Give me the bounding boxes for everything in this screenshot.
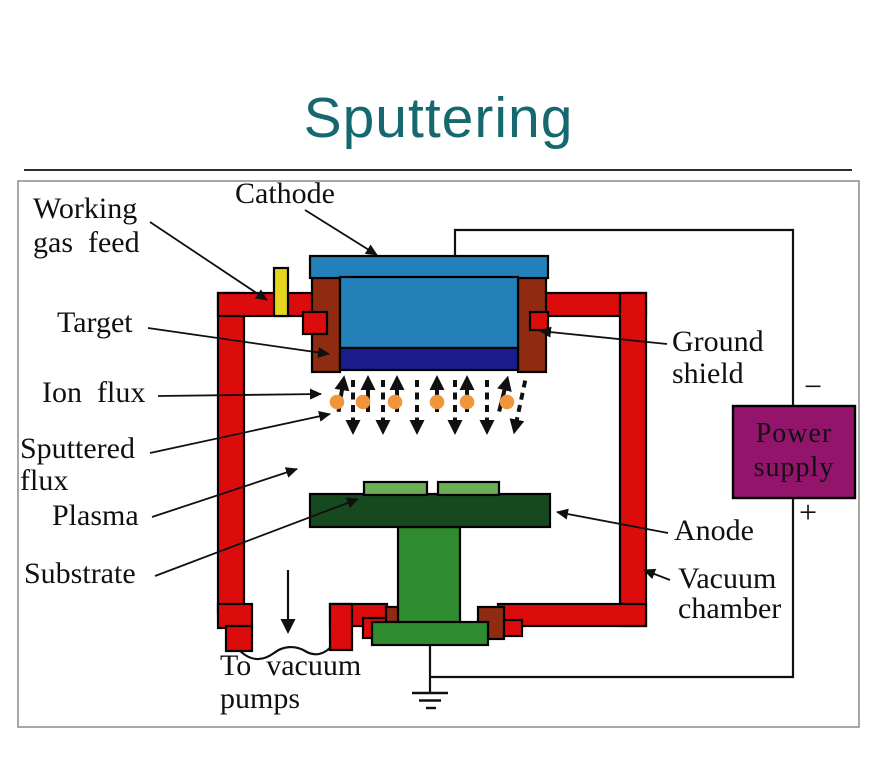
cathode-pointer-line: [304, 209, 378, 256]
to-vacuum-pumps-label-line1: To vacuum: [220, 649, 361, 682]
vacuum-chamber-pointer-line: [643, 568, 671, 581]
anode-assembly: [308, 480, 552, 647]
working-gas-feed-label-line2: gas feed: [33, 226, 140, 259]
power-supply-label-line1: Power: [756, 418, 833, 449]
cathode-body: [338, 275, 520, 350]
plasma-ion-dot: [429, 394, 445, 410]
ion-flux-arrows: [345, 380, 528, 435]
positive-terminal-label: +: [799, 494, 817, 530]
ground-symbol: [412, 691, 448, 710]
cathode-label: Cathode: [235, 177, 335, 210]
plasma-label: Plasma: [52, 499, 139, 532]
power-supply-box: [731, 404, 857, 500]
to-vacuum-pumps-label-line2: pumps: [220, 682, 300, 715]
plasma-ion-dot: [387, 394, 403, 410]
chamber-right-wall: [618, 291, 648, 628]
anode-label: Anode: [674, 514, 754, 547]
circuit-wires: [428, 228, 795, 692]
plasma-ion-dot: [355, 394, 371, 410]
target-label: Target: [57, 306, 133, 339]
vacuum-chamber-label-line2: chamber: [678, 592, 781, 625]
diagram-labels: Cathode Working gas feed Target Ion flux…: [20, 177, 781, 715]
ion-flux-arrow: [509, 380, 528, 435]
pump-port-left-flange: [216, 602, 254, 630]
anode-stem: [396, 525, 462, 629]
pump-pipe-left-wall: [224, 624, 254, 653]
sputtered-flux-pointer-line: [149, 410, 331, 454]
plasma-ions: [329, 394, 515, 410]
cathode-top-plate: [308, 254, 550, 280]
title-divider: [24, 169, 852, 171]
substrate-label: Substrate: [24, 557, 136, 590]
anode-supply-wire: [430, 497, 795, 679]
cathode-supply-wire: [453, 228, 795, 407]
power-supply: Power supply − +: [731, 368, 857, 530]
anode-plate: [308, 492, 552, 529]
ion-flux-pointer-line: [157, 388, 322, 400]
leader-lines: [147, 209, 671, 581]
target-plate: [338, 346, 520, 372]
vacuum-chamber-label-line1: Vacuum: [678, 562, 776, 595]
anode-stem-base: [370, 620, 490, 647]
ground-shield-pointer-line: [539, 326, 668, 345]
negative-terminal-label: −: [804, 368, 822, 404]
pump-pipe-cut-squiggle: [239, 646, 332, 661]
cathode-assembly: [308, 254, 550, 372]
sputtered-flux-label-line1: Sputtered: [20, 432, 135, 465]
gas-feed-port: [272, 266, 290, 318]
plasma-pointer-line: [151, 467, 298, 518]
page-title: Sputtering: [303, 86, 574, 150]
sputtered-flux-label-line2: flux: [20, 464, 68, 497]
working-gas-feed-label-line1: Working: [33, 192, 137, 225]
top-left-wall-tab: [301, 310, 329, 336]
pump-pipe-right-wall: [328, 602, 354, 652]
power-supply-label-line2: supply: [754, 452, 835, 483]
gas-feed-pointer-line: [149, 221, 268, 301]
plasma-ion-dot: [459, 394, 475, 410]
substrate-pointer-line: [154, 497, 359, 577]
plasma-ion-dot: [329, 394, 345, 410]
target-pointer-line: [147, 327, 330, 358]
substrate-right: [436, 480, 501, 497]
ground-shield-label-line2: shield: [672, 357, 744, 390]
top-right-wall-tab: [528, 310, 550, 332]
ion-flux-label: Ion flux: [42, 376, 145, 409]
ground-shield-label-line1: Ground: [672, 325, 764, 358]
plasma-ion-dot: [499, 394, 515, 410]
anode-pointer-line: [556, 508, 669, 534]
substrate-left: [362, 480, 429, 497]
